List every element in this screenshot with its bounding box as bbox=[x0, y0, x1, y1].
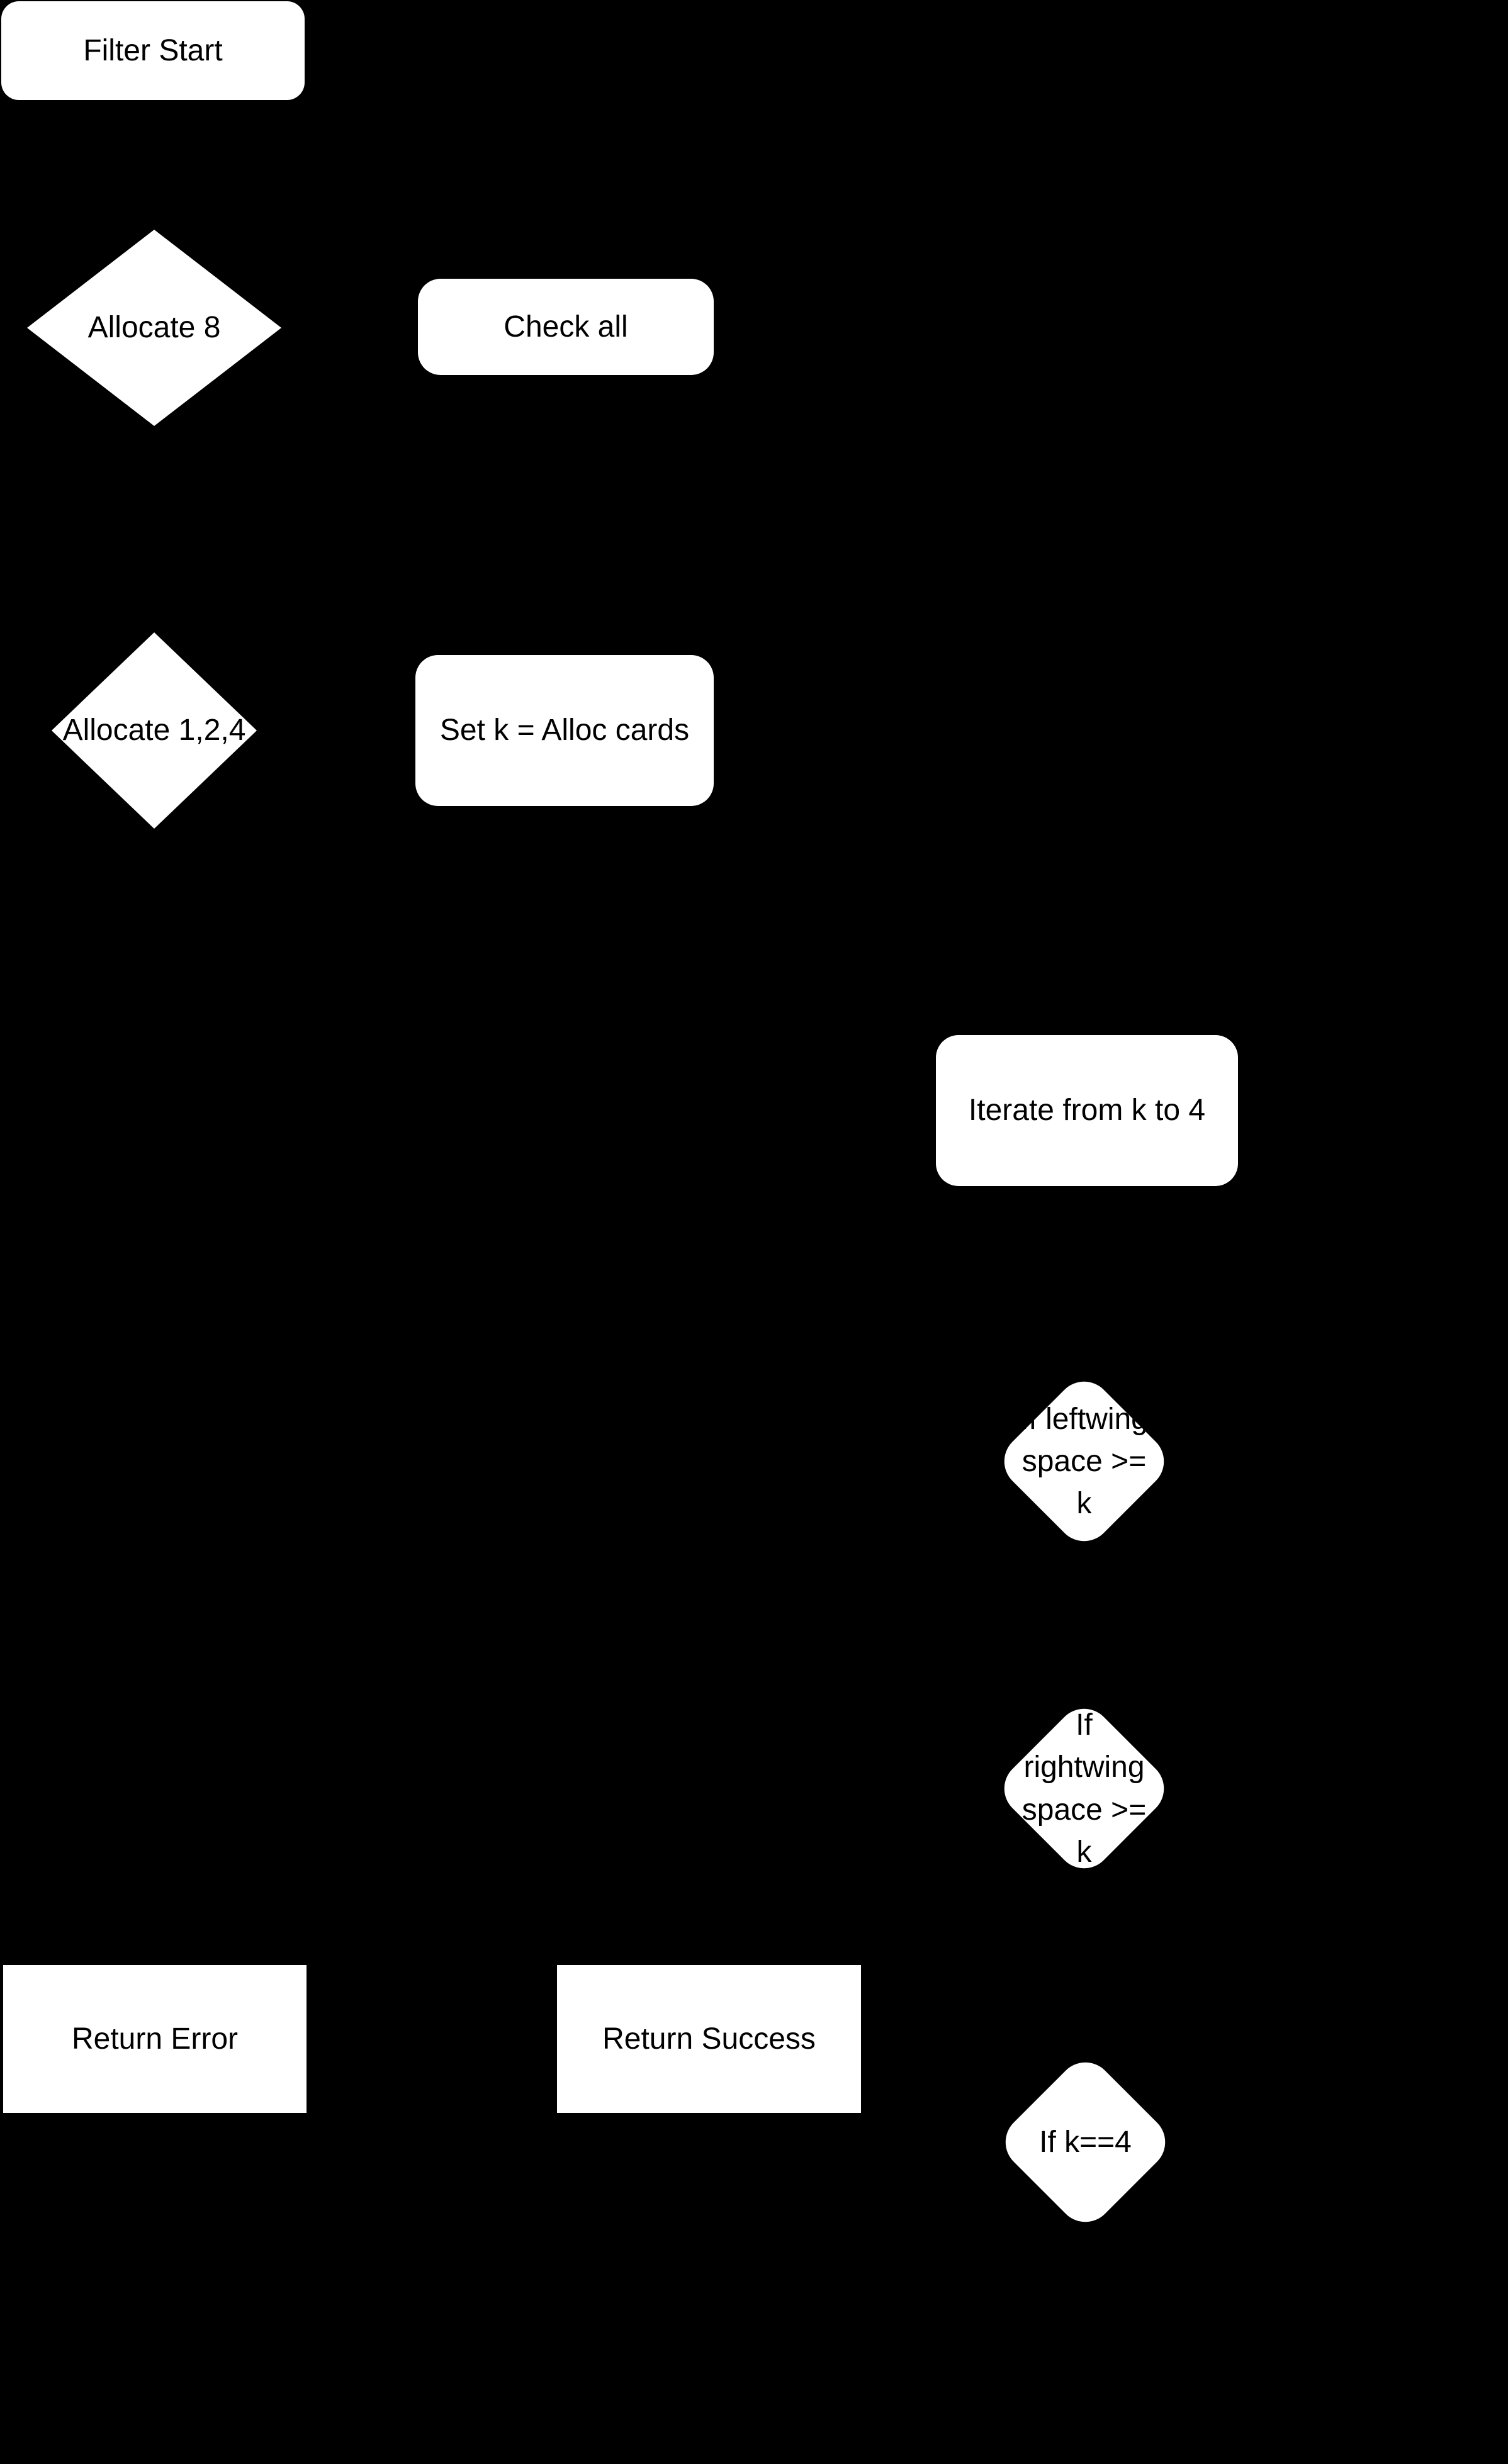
node-label-set-k: Set k = Alloc cards bbox=[439, 714, 690, 748]
node-filter-start: Filter Start bbox=[1, 1, 305, 100]
process-shape bbox=[936, 1035, 1238, 1186]
node-label-allocate-1-2-4: Allocate 1,2,4 bbox=[62, 714, 246, 748]
node-iterate: Iterate from k to 4 bbox=[936, 1035, 1238, 1186]
node-label-check-all: Check all bbox=[504, 310, 628, 344]
node-label-iterate: Iterate from k to 4 bbox=[968, 1094, 1206, 1128]
node-label-return-error: Return Error bbox=[71, 2022, 239, 2056]
node-return-error: Return Error bbox=[3, 1965, 307, 2113]
node-label-return-success: Return Success bbox=[602, 2022, 816, 2056]
node-check-all: Check all bbox=[418, 279, 714, 375]
node-allocate-8: Allocate 8 bbox=[27, 230, 281, 426]
node-set-k: Set k = Alloc cards bbox=[415, 655, 714, 806]
process-shape bbox=[418, 279, 714, 375]
node-return-success: Return Success bbox=[557, 1965, 861, 2113]
rectangle-shape bbox=[3, 1965, 307, 2113]
node-if-rightwing: If rightwing space >= k bbox=[993, 1697, 1176, 1880]
node-label-allocate-8: Allocate 8 bbox=[87, 311, 221, 345]
node-label-filter-start: Filter Start bbox=[83, 33, 223, 67]
process-shape bbox=[415, 655, 714, 806]
node-label-if-k-equals-4: If k==4 bbox=[1039, 2125, 1132, 2159]
node-if-k-equals-4: If k==4 bbox=[994, 2051, 1177, 2234]
node-label-if-leftwing: If leftwing space >= k bbox=[1020, 1402, 1148, 1521]
node-if-leftwing: If leftwing space >= k bbox=[993, 1370, 1176, 1553]
terminator-shape bbox=[1, 1, 305, 100]
node-allocate-1-2-4: Allocate 1,2,4 bbox=[52, 632, 257, 829]
rectangle-shape bbox=[557, 1965, 861, 2113]
node-label-if-rightwing: If rightwing space >= k bbox=[1021, 1708, 1147, 1869]
